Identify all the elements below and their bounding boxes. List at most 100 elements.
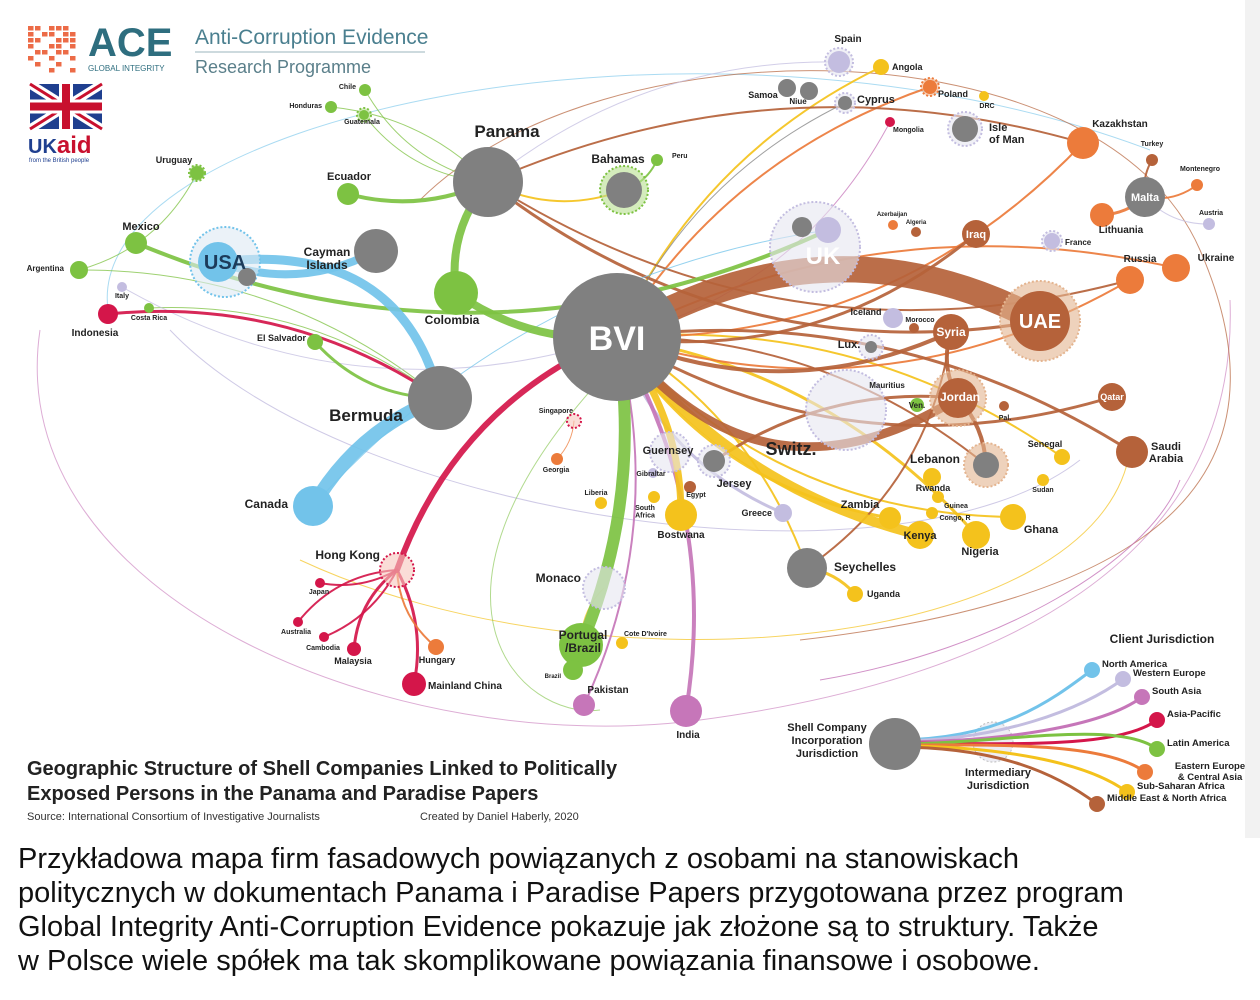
label-congo: Congo, R: [939, 515, 970, 522]
node-ecuador[interactable]: [337, 183, 359, 205]
node-congo[interactable]: [926, 507, 938, 519]
node-panama[interactable]: [453, 147, 523, 217]
node-russia[interactable]: [1116, 266, 1144, 294]
node-spain[interactable]: [828, 51, 850, 73]
node-greece[interactable]: [774, 504, 792, 522]
node-australia[interactable]: [293, 617, 303, 627]
caption-line: Global Integrity Anti-Corruption Evidenc…: [18, 911, 1099, 943]
node-brazil[interactable]: [563, 660, 583, 680]
node-peru[interactable]: [651, 154, 663, 166]
node-saudi-arabia[interactable]: [1116, 436, 1148, 468]
node-samoa[interactable]: [778, 79, 796, 97]
node-usa[interactable]: [198, 242, 238, 282]
node-isle-of-man[interactable]: [952, 116, 978, 142]
node-ven[interactable]: [910, 398, 924, 412]
node-france[interactable]: [1044, 233, 1060, 249]
node-rwanda[interactable]: [923, 468, 941, 486]
node-montenegro[interactable]: [1191, 179, 1203, 191]
node-azerbaijan[interactable]: [888, 220, 898, 230]
node-qatar[interactable]: [1098, 383, 1126, 411]
legend-edge: [894, 745, 1098, 806]
node-chile[interactable]: [359, 84, 371, 96]
node-bvi[interactable]: [553, 273, 681, 401]
node-uae[interactable]: [1010, 291, 1070, 351]
edge-bvi-kazakhstan: [616, 142, 1084, 339]
node-italy[interactable]: [117, 282, 127, 292]
label-georgia: Georgia: [543, 467, 570, 474]
node-gibraltar[interactable]: [648, 468, 658, 478]
node-egypt[interactable]: [684, 481, 696, 493]
node-argentina[interactable]: [70, 261, 88, 279]
node-portugal[interactable]: [559, 623, 603, 667]
node-zambia[interactable]: [879, 507, 901, 529]
node-malta[interactable]: [1125, 177, 1165, 217]
node-india[interactable]: [670, 695, 702, 727]
logo-pixel: [63, 38, 69, 43]
node-cyprus[interactable]: [838, 96, 852, 110]
node-uganda[interactable]: [847, 586, 863, 602]
node-costa-rica[interactable]: [144, 303, 154, 313]
node-niue[interactable]: [800, 82, 818, 100]
node-nigeria[interactable]: [962, 521, 990, 549]
node-iraq[interactable]: [962, 220, 990, 248]
node-cayman[interactable]: [354, 229, 398, 273]
logo-pixel: [70, 44, 76, 49]
node-hungary[interactable]: [428, 639, 444, 655]
node-sudan[interactable]: [1037, 474, 1049, 486]
node-guinea[interactable]: [932, 491, 944, 503]
node-pakistan[interactable]: [573, 694, 595, 716]
node-poland[interactable]: [923, 80, 937, 94]
logo-pixel: [42, 50, 48, 55]
node-algeria[interactable]: [911, 227, 921, 237]
logo-pixel: [56, 44, 62, 49]
node-ukgray[interactable]: [792, 217, 812, 237]
node-bermuda[interactable]: [408, 366, 472, 430]
node-ghana[interactable]: [1000, 504, 1026, 530]
node-jordan[interactable]: [938, 378, 978, 418]
node-georgia[interactable]: [551, 453, 563, 465]
label-switz: Switz.: [765, 439, 816, 459]
node-lux[interactable]: [865, 341, 877, 353]
node-seychelles[interactable]: [787, 548, 827, 588]
node-el-salvador[interactable]: [307, 334, 323, 350]
label-qatar: Qatar: [1100, 392, 1124, 402]
node-indonesia[interactable]: [98, 304, 118, 324]
node-mexico[interactable]: [125, 232, 147, 254]
node-bahamas[interactable]: [606, 172, 642, 208]
node-turkey[interactable]: [1146, 154, 1158, 166]
node-guatemala[interactable]: [359, 110, 369, 120]
node-colombia[interactable]: [434, 271, 478, 315]
label-zambia: Zambia: [841, 499, 880, 511]
node-morocco[interactable]: [909, 323, 919, 333]
node-angola[interactable]: [873, 59, 889, 75]
node-malaysia[interactable]: [347, 642, 361, 656]
node-iceland[interactable]: [883, 308, 903, 328]
node-kazakhstan[interactable]: [1067, 127, 1099, 159]
node-syria[interactable]: [933, 314, 969, 350]
node-austria[interactable]: [1203, 218, 1215, 230]
node-lithuania[interactable]: [1090, 203, 1114, 227]
logo-pixel: [56, 62, 62, 67]
node-uk[interactable]: [815, 217, 841, 243]
node-japan[interactable]: [315, 578, 325, 588]
node-jersey[interactable]: [703, 450, 725, 472]
node-lebanon[interactable]: [973, 452, 999, 478]
node-mainland-china[interactable]: [402, 672, 426, 696]
node-mongolia[interactable]: [885, 117, 895, 127]
node-pal[interactable]: [999, 401, 1009, 411]
node-cote-divoire[interactable]: [616, 637, 628, 649]
node-kenya[interactable]: [906, 521, 934, 549]
node-bostwana[interactable]: [665, 499, 697, 531]
node-honduras[interactable]: [325, 101, 337, 113]
node-south-africa[interactable]: [648, 491, 660, 503]
node-ukraine[interactable]: [1162, 254, 1190, 282]
node-liberia[interactable]: [595, 497, 607, 509]
node-senegal[interactable]: [1054, 449, 1070, 465]
node-cambodia[interactable]: [319, 632, 329, 642]
node-uruguay[interactable]: [190, 166, 204, 180]
label-hong-kong: Hong Kong: [315, 548, 380, 562]
node-canada[interactable]: [293, 486, 333, 526]
node-drc[interactable]: [979, 91, 989, 101]
node-usasub[interactable]: [238, 268, 256, 286]
